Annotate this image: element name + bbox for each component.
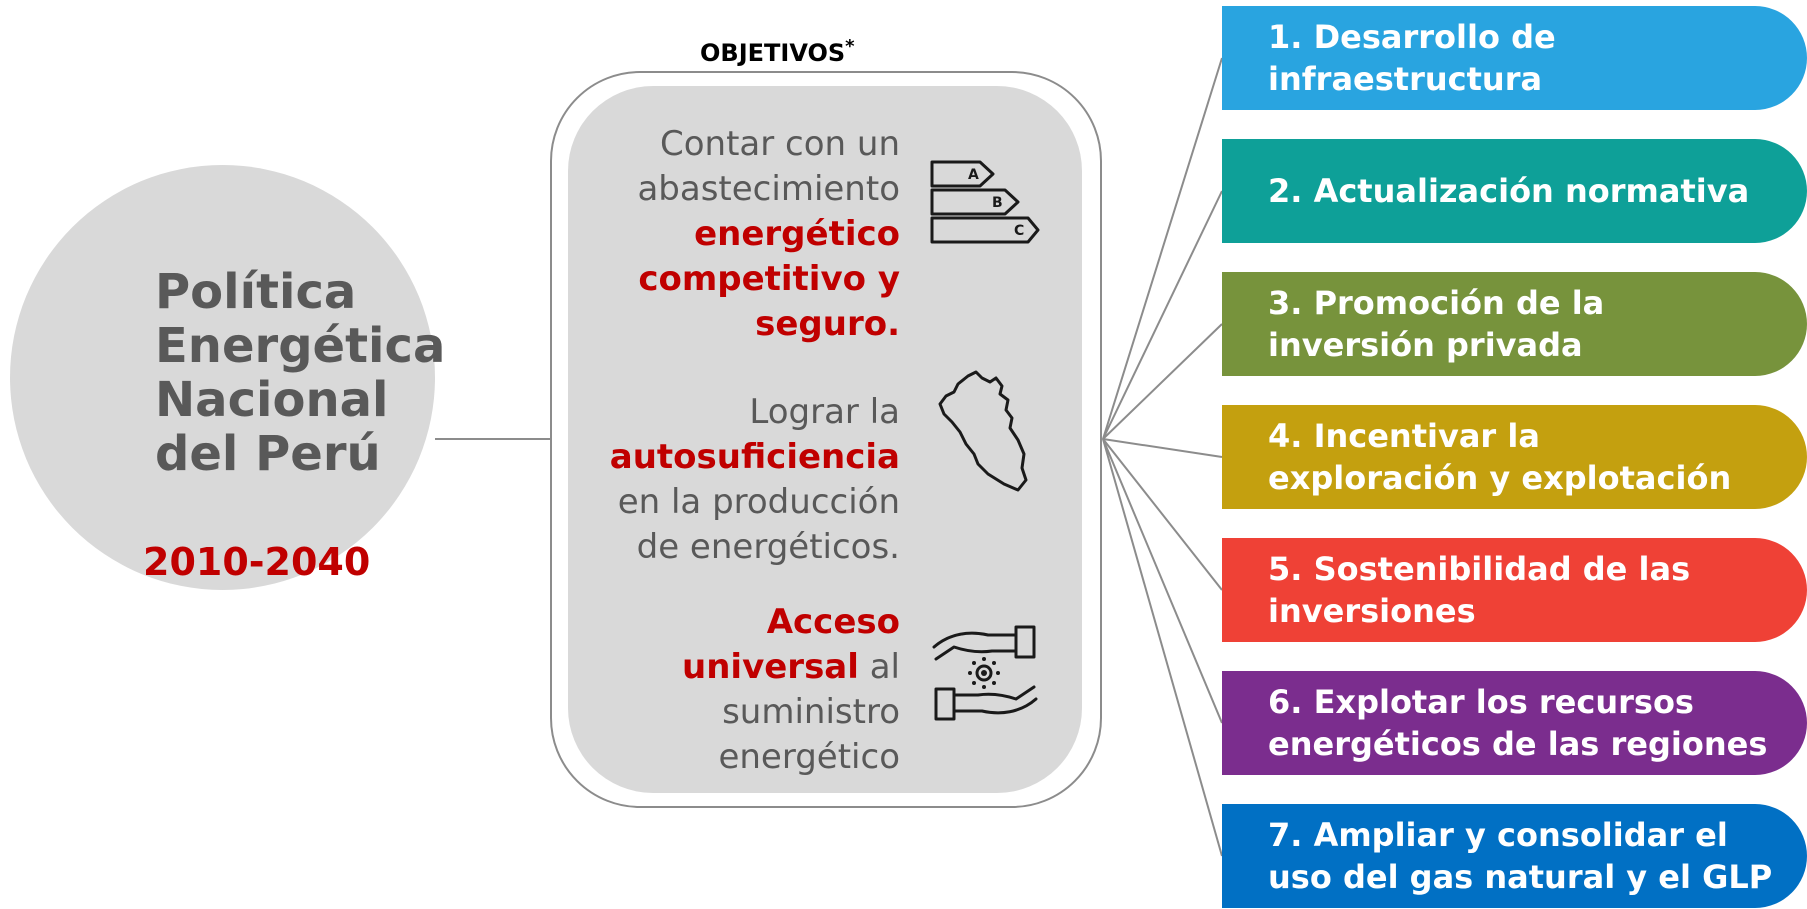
strategy-pill-7: 7. Ampliar y consolidar el uso del gas na… [1222, 804, 1807, 908]
strategy-pill-5: 5. Sostenibilidad de las inversiones [1222, 538, 1807, 642]
strategy-label-line: 5. Sostenibilidad de las [1268, 550, 1691, 588]
peru-map-icon [938, 370, 1033, 495]
objective-line: energético [637, 212, 900, 257]
strategy-connector-line [1102, 190, 1223, 440]
svg-text:B: B [992, 195, 1003, 211]
strategy-pill-3: 3. Promoción de la inversión privada [1222, 272, 1807, 376]
objective-line: Lograr la [610, 390, 900, 435]
strategy-label-line: 7. Ampliar y consolidar el [1268, 816, 1728, 854]
strategy-pill-2: 2. Actualización normativa [1222, 139, 1807, 243]
policy-title-line: del Perú [155, 426, 381, 482]
strategy-label: 1. Desarrollo de infraestructura [1268, 16, 1556, 100]
strategy-connector-line [1102, 438, 1223, 724]
strategy-label-line: exploración y explotación [1268, 459, 1732, 497]
objective-highlight-text: universal [682, 647, 859, 687]
strategy-label: 5. Sostenibilidad de las inversiones [1268, 548, 1690, 632]
objective-line: abastecimiento [637, 167, 900, 212]
strategy-label: 7. Ampliar y consolidar el uso del gas na… [1268, 814, 1772, 898]
svg-text:C: C [1014, 223, 1024, 239]
objective-line: energético [682, 735, 900, 780]
strategy-pill-6: 6. Explotar los recursos energéticos de l… [1222, 671, 1807, 775]
hands-energy-icon [930, 625, 1040, 735]
objectives-heading-text: OBJETIVOS [700, 39, 846, 67]
policy-title: Política Energética Nacional del Perú [155, 265, 455, 481]
objective-text-segment: de energéticos. [636, 527, 900, 567]
strategy-connector-line [1102, 438, 1223, 591]
strategy-label-line: energéticos de las regiones [1268, 725, 1768, 763]
objective-text-competitive-supply: Contar con un abastecimiento energético com… [637, 122, 900, 347]
objective-highlight-text: competitivo y [638, 259, 900, 299]
strategy-pill-4: 4. Incentivar la exploración y explotació… [1222, 405, 1807, 509]
objective-text-self-sufficiency: Lograr la autosuficiencia en la producción… [610, 390, 900, 570]
strategy-label-line: uso del gas natural y el GLP [1268, 858, 1773, 896]
objective-text-segment: al [858, 647, 900, 687]
strategy-label-line: 2. Actualización normativa [1268, 172, 1750, 210]
objective-highlight-text: energético [694, 214, 900, 254]
strategy-label-line: infraestructura [1268, 60, 1543, 98]
objective-highlight-text: autosuficiencia [609, 437, 900, 477]
objective-line: seguro. [637, 302, 900, 347]
objective-line: autosuficiencia [610, 435, 900, 480]
objective-line: Acceso [682, 600, 900, 645]
objective-line: suministro [682, 690, 900, 735]
strategy-connector-line [1102, 438, 1223, 857]
strategy-label: 4. Incentivar la exploración y explotació… [1268, 415, 1731, 499]
policy-circle [10, 165, 435, 590]
policy-years: 2010-2040 [143, 540, 371, 584]
policy-title-line: Política [155, 264, 357, 320]
objective-text-segment: Lograr la [749, 392, 900, 432]
objective-line: competitivo y [637, 257, 900, 302]
svg-text:A: A [968, 167, 979, 183]
objective-highlight-text: seguro. [755, 304, 900, 344]
objective-text-segment: abastecimiento [637, 169, 900, 209]
policy-title-line: Nacional [155, 372, 389, 428]
objective-line: Contar con un [637, 122, 900, 167]
strategy-label: 6. Explotar los recursos energéticos de l… [1268, 681, 1767, 765]
objectives-heading-mark: * [845, 36, 855, 57]
strategy-label-line: 4. Incentivar la [1268, 417, 1540, 455]
policy-title-line: Energética [155, 318, 446, 374]
strategy-connector-line [1102, 57, 1223, 440]
strategy-connector-fan [1102, 57, 1223, 857]
objective-text-segment: suministro [722, 692, 900, 732]
objective-text-segment: en la producción [617, 482, 900, 522]
energy-rating-icon: A B C [930, 158, 1040, 248]
strategy-connector-line [1102, 438, 1223, 458]
strategy-label-line: inversión privada [1268, 326, 1583, 364]
strategy-label: 2. Actualización normativa [1268, 170, 1749, 212]
strategy-label-line: 6. Explotar los recursos [1268, 683, 1694, 721]
strategy-label: 3. Promoción de la inversión privada [1268, 282, 1604, 366]
objective-text-segment: Contar con un [660, 124, 900, 164]
strategy-label-line: inversiones [1268, 592, 1476, 630]
strategy-pill-1: 1. Desarrollo de infraestructura [1222, 6, 1807, 110]
objectives-panel [568, 86, 1082, 793]
objective-highlight-text: Acceso [766, 602, 900, 642]
strategy-connector-line [1102, 323, 1223, 440]
objective-text-segment: energético [718, 737, 900, 777]
objective-line: de energéticos. [610, 525, 900, 570]
objectives-heading: OBJETIVOS* [700, 36, 855, 67]
objective-line: en la producción [610, 480, 900, 525]
strategy-label-line: 1. Desarrollo de [1268, 18, 1556, 56]
strategy-label-line: 3. Promoción de la [1268, 284, 1605, 322]
objective-line: universal al [682, 645, 900, 690]
